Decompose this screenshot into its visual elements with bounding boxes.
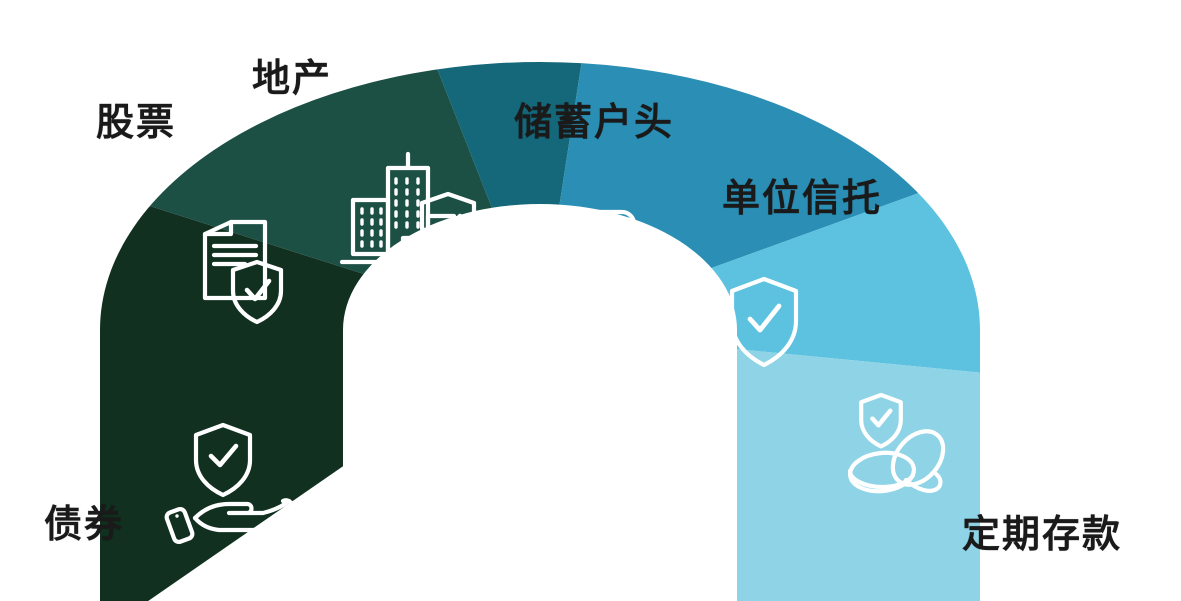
- building-shield-icon: [339, 151, 477, 265]
- segment-label-fixed-deposit: 定期存款: [962, 514, 1123, 556]
- segment-label-property: 地产: [252, 58, 333, 100]
- hand-holding-shield-icon: [164, 422, 295, 545]
- phone-shield-icon: [541, 209, 637, 309]
- segment-label-stocks: 股票: [96, 102, 177, 144]
- segment-label-unit-trust: 单位信托: [722, 178, 883, 220]
- arc-icon-group: [164, 151, 946, 545]
- segment-label-bonds: 债券: [44, 504, 125, 546]
- shield-check-icon: [729, 276, 799, 368]
- document-shield-icon: [202, 219, 284, 325]
- coins-shield-icon: [847, 392, 946, 494]
- segment-label-savings-account: 储蓄户头: [514, 102, 675, 144]
- arc-segment-savings: [540, 62, 980, 330]
- arc-segment-fixed-deposit: [540, 330, 980, 601]
